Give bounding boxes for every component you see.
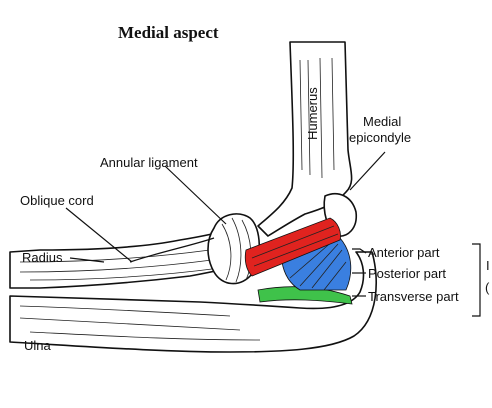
- label-humerus: Humerus: [305, 87, 320, 140]
- ulna-bone: [9, 251, 377, 353]
- label-posterior-part: Posterior part: [368, 266, 446, 281]
- label-oblique-cord: Oblique cord: [20, 193, 94, 208]
- label-medial-epicondyle-line1: Medial: [363, 114, 401, 129]
- label-annular-ligament: Annular ligament: [100, 155, 198, 170]
- label-bracket-partial-1: I: [486, 258, 490, 273]
- leader-medial-epicondyle: [349, 151, 386, 191]
- ulna-shading: [19, 305, 261, 341]
- radius-shading: [19, 249, 221, 281]
- label-ulna: Ulna: [24, 338, 52, 353]
- transverse-part-ligament: [257, 286, 353, 305]
- humerus-bone: [257, 41, 353, 237]
- diagram-title: Medial aspect: [118, 23, 219, 42]
- label-anterior-part: Anterior part: [368, 245, 440, 260]
- label-medial-epicondyle-line2: epicondyle: [349, 130, 411, 145]
- label-transverse-part: Transverse part: [368, 289, 459, 304]
- leader-oblique-cord: [65, 207, 133, 263]
- posterior-part-ligament: [281, 237, 352, 291]
- label-radius: Radius: [22, 250, 63, 265]
- ligament-group-bracket: [472, 243, 481, 317]
- posterior-part-striation: [289, 239, 347, 291]
- anterior-part-striation: [251, 225, 339, 267]
- oblique-cord-band: [129, 237, 215, 263]
- leader-annular-ligament: [164, 165, 227, 225]
- humerus-shading: [299, 57, 335, 179]
- label-bracket-partial-2: (: [485, 280, 490, 295]
- leader-radius: [69, 257, 105, 263]
- leader-anterior-part: [352, 248, 367, 254]
